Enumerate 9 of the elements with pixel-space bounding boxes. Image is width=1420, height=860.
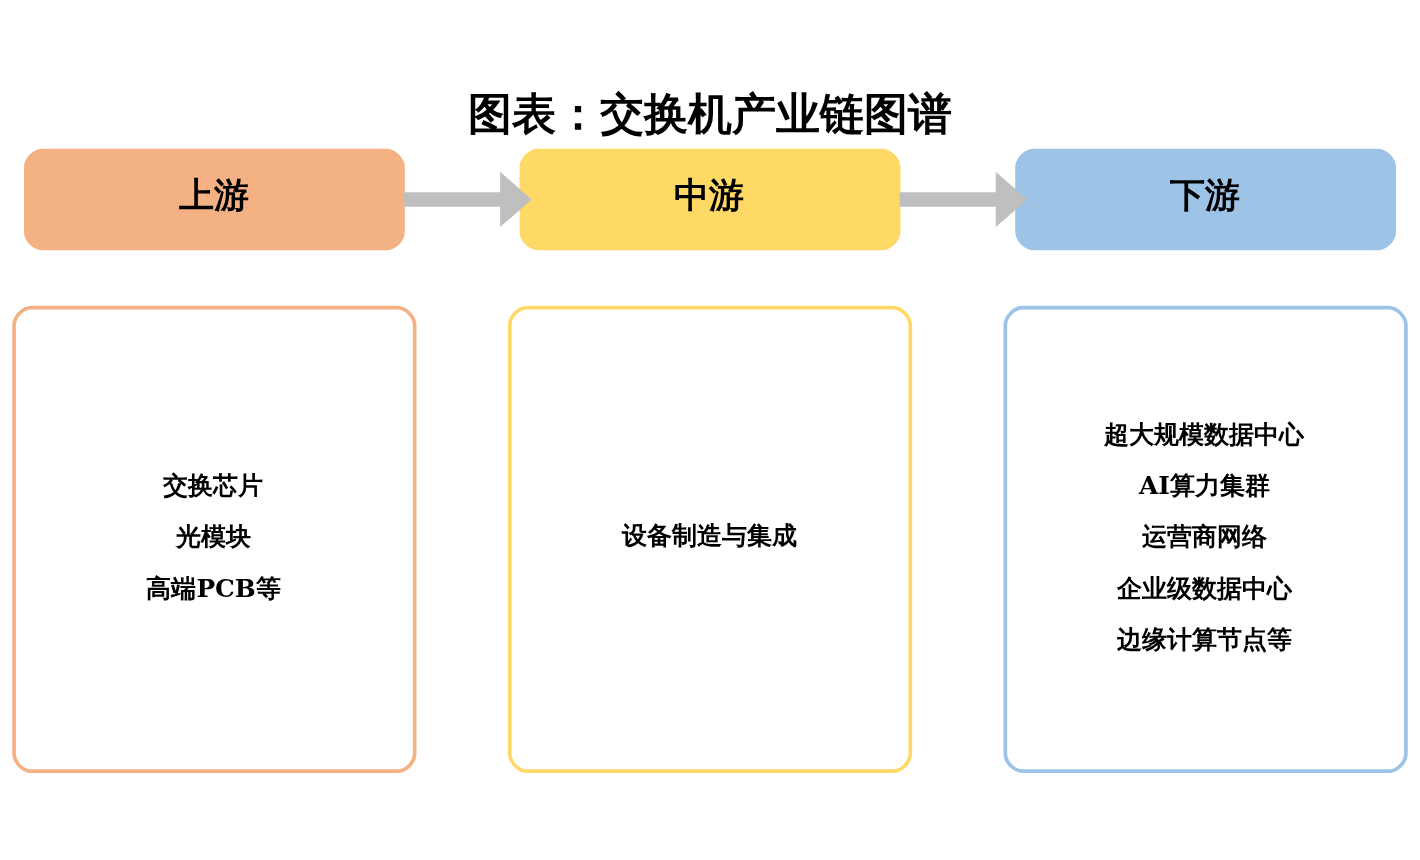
node-box: 设备制造与集成 — [507, 305, 913, 773]
arrow — [899, 171, 1028, 227]
node-box: 中游 — [519, 148, 901, 250]
node-box: 超大规模数据中心 AI算力集群 运营商网络 企业级数据中心 边缘计算节点等 — [1003, 305, 1408, 773]
node-box: 上游 — [23, 148, 405, 250]
diagram-title: 图表：交换机产业链图谱 — [468, 87, 953, 139]
arrow — [404, 171, 532, 227]
node-box: 交换芯片 光模块 高端PCB等 — [12, 305, 417, 773]
node-box: 下游 — [1015, 148, 1397, 250]
